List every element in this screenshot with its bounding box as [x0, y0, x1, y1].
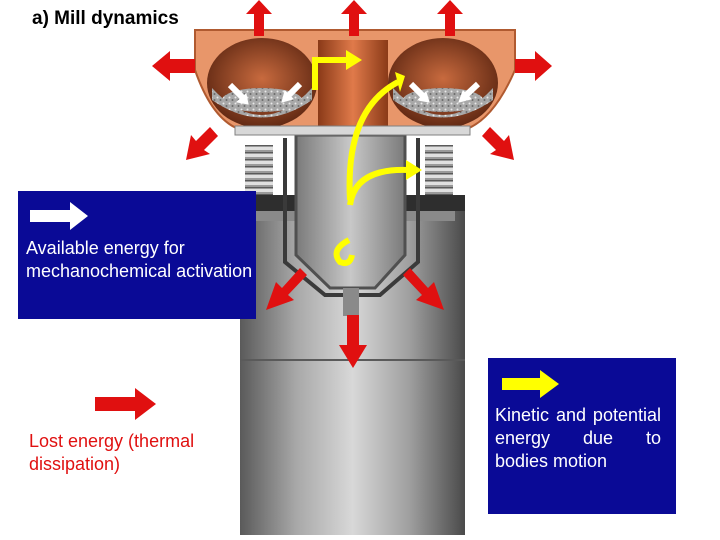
grinding-vessel	[194, 29, 516, 136]
legend-kinetic-text: Kinetic and potential energy due to bodi…	[495, 405, 661, 471]
legend-available-text: Available energy for mechanochemical act…	[26, 238, 253, 281]
right-spring	[425, 145, 453, 195]
available-energy-arrows	[227, 81, 481, 105]
left-spring	[245, 145, 273, 195]
legend-kinetic-energy: Kinetic and potential energy due to bodi…	[488, 358, 676, 514]
legend-lost-text: Lost energy (thermal dissipation)	[29, 431, 195, 474]
diagram-title: a) Mill dynamics	[32, 8, 179, 29]
lost-energy-arrows	[152, 0, 552, 368]
white-arrow-icon	[30, 202, 88, 230]
yellow-arrow-icon	[502, 370, 559, 398]
yellow-arrowhead	[395, 72, 405, 92]
legend-available-energy: Available energy for mechanochemical act…	[18, 191, 256, 319]
legend-lost-energy: Lost energy (thermal dissipation)	[20, 380, 260, 490]
yellow-arrowhead	[406, 160, 422, 180]
kinetic-energy-arrows	[312, 57, 409, 267]
red-arrow-icon	[95, 388, 156, 420]
yellow-arrowhead	[346, 50, 362, 70]
